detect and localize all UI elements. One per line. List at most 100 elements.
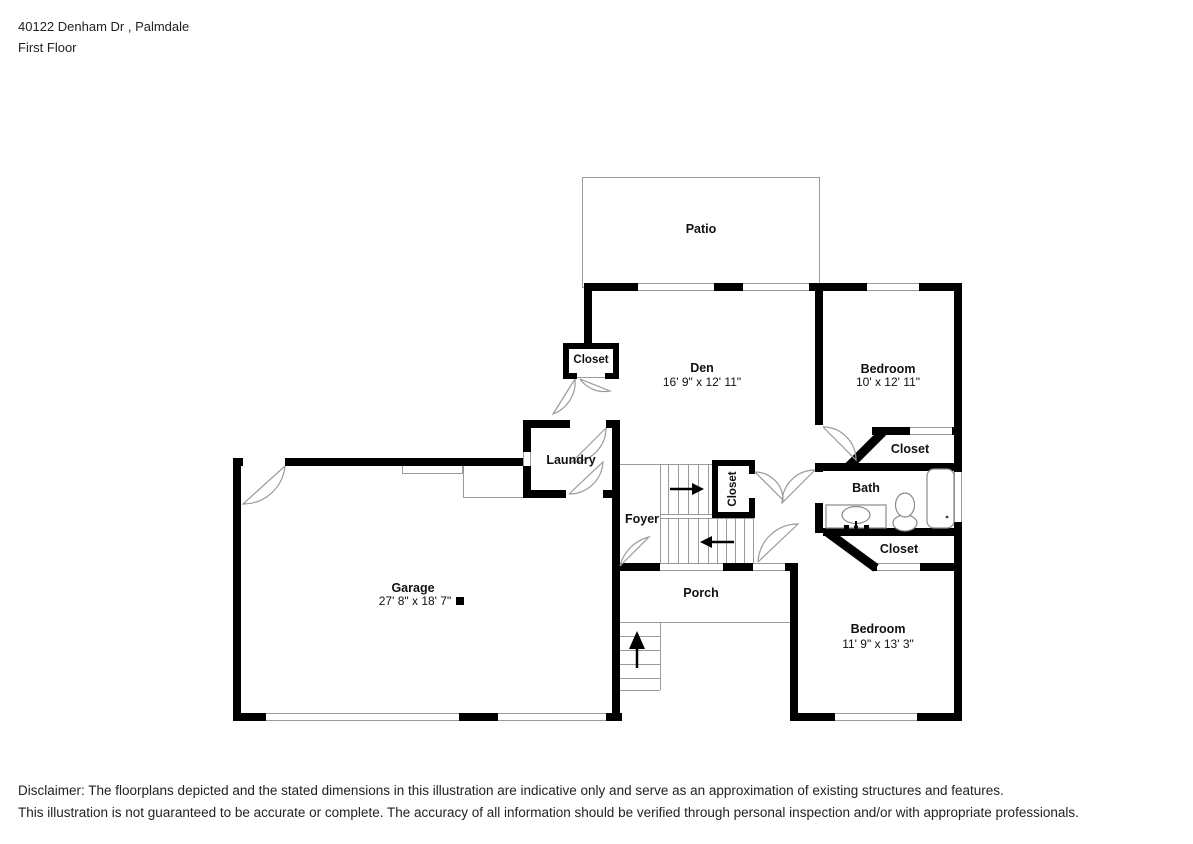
wall-laundry-bottom-left bbox=[523, 490, 566, 498]
garage-label: Garage bbox=[391, 581, 435, 595]
wall-garage-top-b bbox=[285, 458, 527, 466]
wall-bath-bottom bbox=[823, 528, 962, 536]
patio-outline bbox=[582, 177, 820, 288]
stair-tread bbox=[678, 519, 679, 563]
stairs-landing-line-1 bbox=[661, 514, 753, 515]
wall-laundry-left-upper bbox=[523, 420, 531, 452]
sink-counter bbox=[825, 504, 887, 529]
wall-garage-bottom-b bbox=[459, 713, 498, 721]
door-swing-stair-closet bbox=[754, 471, 784, 502]
garage-utility-outline bbox=[463, 464, 525, 498]
door-swing-garage bbox=[241, 465, 286, 505]
stair-tread bbox=[744, 519, 745, 563]
wall-bath-top bbox=[815, 463, 962, 471]
den-label: Den bbox=[690, 361, 714, 375]
step-line bbox=[620, 678, 660, 679]
wall-den-closet-left bbox=[563, 343, 569, 379]
bath-label: Bath bbox=[852, 481, 880, 495]
wall-garage-top-a bbox=[233, 458, 243, 466]
door-swing-den-closet bbox=[579, 378, 613, 393]
stair-tread bbox=[668, 519, 669, 563]
bath-window bbox=[954, 472, 962, 522]
wall-den-closet-right bbox=[613, 343, 619, 379]
stair-tread bbox=[688, 519, 689, 563]
bedroom1-dimensions: 10' x 12' 11" bbox=[856, 375, 920, 389]
garage-door-opening-2 bbox=[498, 713, 606, 721]
bedroom1-window bbox=[867, 283, 919, 291]
foyer-label: Foyer bbox=[624, 512, 660, 526]
step-line bbox=[620, 650, 660, 651]
step-line bbox=[620, 636, 660, 637]
wall-garage-left bbox=[233, 458, 241, 721]
stair-tread bbox=[678, 465, 679, 514]
wall-stair-closet-bottom bbox=[712, 512, 755, 518]
bedroom1-label: Bedroom bbox=[860, 362, 916, 376]
wall-laundry-top-left bbox=[523, 420, 570, 428]
patio-door-opening bbox=[743, 283, 809, 291]
garage-dimensions: 27' 8" x 18' 7" bbox=[378, 594, 452, 608]
wall-den-bedroom-divider bbox=[815, 283, 823, 425]
closet1-diagonal-wall bbox=[845, 427, 888, 470]
bedroom2-label: Bedroom bbox=[850, 622, 906, 636]
stair-tread bbox=[717, 519, 718, 563]
floor-subtitle: First Floor bbox=[18, 40, 77, 55]
toilet-icon bbox=[894, 492, 916, 518]
stair-tread bbox=[668, 465, 669, 514]
bedroom2-window bbox=[835, 713, 917, 721]
den-dimensions: 16' 9" x 12' 11" bbox=[662, 375, 742, 389]
wall-den-closet-bottom-right bbox=[605, 373, 619, 379]
front-door-opening bbox=[660, 563, 723, 571]
address-title: 40122 Denham Dr , Palmdale bbox=[18, 19, 190, 34]
den-foyer-boundary-line bbox=[617, 464, 753, 465]
bedroom1-closet-label: Closet bbox=[890, 442, 930, 456]
stair-tread bbox=[698, 465, 699, 514]
stair-tread bbox=[726, 519, 727, 563]
disclaimer-line-2: This illustration is not guaranteed to b… bbox=[18, 805, 1079, 820]
stairs-right-edge bbox=[753, 518, 754, 563]
wall-bedroom2-left bbox=[790, 563, 798, 721]
wall-den-closet-top bbox=[563, 343, 619, 349]
wall-stair-closet-right-upper bbox=[749, 460, 755, 474]
stairs-left-edge bbox=[660, 465, 661, 563]
wall-garage-bottom-c bbox=[606, 713, 622, 721]
closet2-diagonal-wall bbox=[824, 528, 879, 572]
stair-tread bbox=[688, 465, 689, 514]
door-swing-front-entry bbox=[619, 535, 651, 567]
door-swing-bedroom2 bbox=[757, 523, 800, 563]
wall-garage-bottom-a bbox=[233, 713, 266, 721]
wall-laundry-bottom-right bbox=[603, 490, 620, 498]
bedroom1-closet-opening bbox=[910, 427, 952, 435]
solid-square-marker bbox=[456, 597, 464, 605]
garage-door-opening-1 bbox=[266, 713, 459, 721]
sink-icon bbox=[841, 505, 871, 525]
wall-stair-closet-top bbox=[712, 460, 755, 466]
porch-edge-line bbox=[620, 622, 790, 623]
stair-tread bbox=[708, 519, 709, 563]
stair-tread bbox=[735, 519, 736, 563]
patio-label: Patio bbox=[685, 222, 717, 236]
wall-den-closet-bottom-left bbox=[563, 373, 577, 379]
stair-tread bbox=[708, 465, 709, 514]
stair-closet-label: Closet bbox=[727, 471, 739, 507]
door-swing-bedroom1 bbox=[822, 426, 857, 462]
wall-bath-left-lower bbox=[815, 503, 823, 533]
den-closet-label: Closet bbox=[573, 354, 609, 366]
wall-stair-closet-right-lower bbox=[749, 498, 755, 518]
den-closet-opening-line bbox=[575, 377, 607, 378]
step-line bbox=[620, 690, 660, 691]
steps-right-edge bbox=[660, 622, 661, 690]
door-swing-den-exterior bbox=[551, 378, 576, 416]
step-line bbox=[620, 664, 660, 665]
bathtub-drain bbox=[945, 515, 949, 519]
wall-stair-closet-left bbox=[712, 460, 718, 518]
disclaimer-line-1: Disclaimer: The floorplans depicted and … bbox=[18, 783, 1004, 798]
porch-side-opening bbox=[753, 563, 785, 571]
stairs-landing-line-2 bbox=[661, 518, 753, 519]
door-swing-bath bbox=[781, 469, 816, 505]
wall-porch-top-a bbox=[612, 563, 660, 571]
wall-laundry-left-lower bbox=[523, 466, 531, 498]
laundry-label: Laundry bbox=[546, 453, 596, 467]
closet2-opening bbox=[877, 563, 920, 571]
wall-den-left-upper bbox=[584, 283, 592, 345]
